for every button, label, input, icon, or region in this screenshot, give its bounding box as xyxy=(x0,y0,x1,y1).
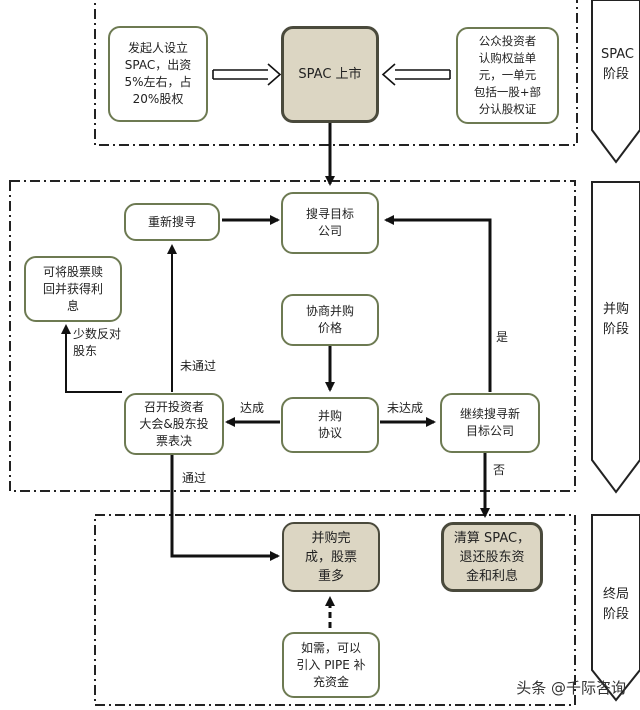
double-arrow-left xyxy=(212,63,282,86)
stage-chevrons xyxy=(591,0,640,702)
passed-label: 通过 xyxy=(182,471,207,485)
pipe-box: 如需，可以 引入 PIPE 补 充资金 xyxy=(282,632,380,698)
final-stage-chevron xyxy=(591,514,640,702)
reached-label: 达成 xyxy=(240,401,265,415)
meeting-box: 召开投资者 大会&股东投 票表决 xyxy=(124,393,224,455)
double-arrow-right xyxy=(381,63,451,86)
target-company-box: 搜寻目标 公司 xyxy=(281,192,379,254)
research-box: 重新搜寻 xyxy=(124,203,220,241)
spac-listing-box: SPAC 上市 xyxy=(281,26,379,123)
yes-label: 是 xyxy=(496,330,509,344)
merger-complete-box: 并购完 成，股票 重多 xyxy=(282,522,380,592)
not-reached-label: 未达成 xyxy=(387,401,424,415)
merger-stage-chevron xyxy=(591,181,640,494)
arrow-meeting-to-redeem xyxy=(61,324,122,393)
final-stage-label: 终局 阶段 xyxy=(602,587,629,622)
spac-stage-label: SPAC 阶段 xyxy=(601,47,635,82)
merger-agreement-box: 并购 协议 xyxy=(281,397,379,453)
no-label: 否 xyxy=(493,463,506,477)
arrow-meeting-to-complete xyxy=(170,455,280,561)
spac-stage-chevron xyxy=(591,0,640,164)
merger-stage-frame xyxy=(9,180,576,492)
not-passed-label: 未通过 xyxy=(180,359,217,373)
sponsor-box: 发起人设立 SPAC，出资 5%左右，占 20%股权 xyxy=(108,26,208,122)
watermark: 头条 @千际咨询 xyxy=(516,679,626,697)
final-stage-frame xyxy=(94,514,576,706)
minority-oppose-label: 少数反对 股东 xyxy=(73,327,122,358)
merger-stage-label: 并购 阶段 xyxy=(602,302,629,337)
stage-containers xyxy=(9,0,578,706)
spac-stage-frame xyxy=(94,0,578,146)
liquidate-box: 清算 SPAC， 退还股东资 金和利息 xyxy=(441,522,543,592)
redeem-box: 可将股票赎 回并获得利 息 xyxy=(24,256,122,322)
continue-search-box: 继续搜寻新 目标公司 xyxy=(440,393,540,453)
public-investors-box: 公众投资者 认购权益单 元，一单元 包括一股+部 分认股权证 xyxy=(456,27,559,124)
arrow-continue-to-target xyxy=(384,215,492,392)
negotiate-box: 协商并购 价格 xyxy=(281,294,379,346)
